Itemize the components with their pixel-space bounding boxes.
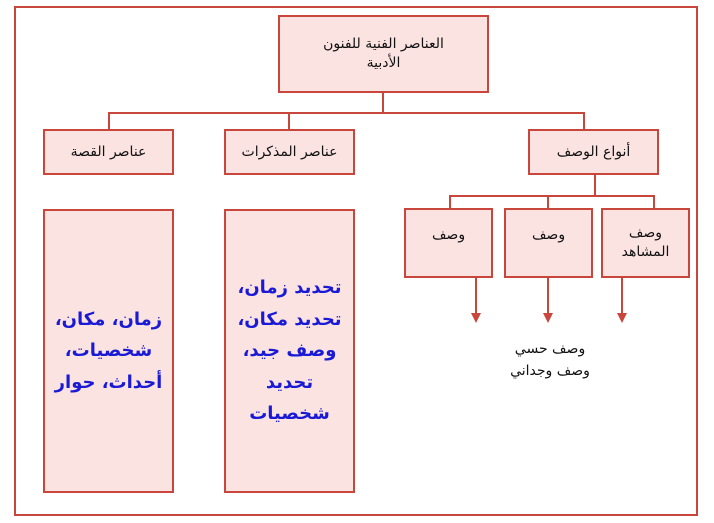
arrow-middle-shaft	[547, 278, 549, 314]
story-elements-line1: زمان، مكان،	[54, 308, 163, 330]
connector-sub-horizontal	[449, 195, 655, 197]
root-label-line1: العناصر الفنية للفنون	[323, 36, 444, 53]
story-elements-line2: شخصيات،	[64, 340, 153, 362]
story-elements-line3: أحداث، حوار	[54, 371, 163, 393]
category-memoir-label: عناصر المذكرات	[241, 143, 338, 160]
memoir-elements-line4: تحديد	[265, 371, 314, 393]
connector-description-down	[583, 112, 585, 130]
story-elements-box: زمان، مكان، شخصيات، أحداث، حوار	[43, 209, 174, 493]
arrow-left-head	[471, 313, 481, 323]
memoir-elements-line1: تحديد زمان،	[237, 277, 342, 299]
memoir-elements-line2: تحديد مكان،	[237, 308, 342, 330]
arrow-left-shaft	[475, 278, 477, 314]
connector-root-down	[382, 93, 384, 113]
connector-sub-middle-down	[547, 195, 549, 209]
description-type-middle: وصف	[504, 208, 593, 278]
description-note-sensory: وصف حسي	[514, 341, 586, 357]
root-label-line2: الأدبية	[366, 55, 401, 71]
category-story-label: عناصر القصة	[70, 143, 147, 160]
category-story: عناصر القصة	[43, 129, 174, 175]
connector-memoir-down	[288, 112, 290, 130]
description-type-scenes-label: وصف المشاهد	[621, 225, 670, 260]
description-type-middle-label: وصف	[531, 227, 566, 243]
description-type-scenes: وصف المشاهد	[601, 208, 690, 278]
arrow-right-head	[617, 313, 627, 323]
category-description: أنواع الوصف	[528, 129, 659, 175]
description-type-left: وصف	[404, 208, 493, 278]
connector-sub-right-down	[653, 195, 655, 209]
category-description-label: أنواع الوصف	[556, 143, 631, 160]
description-note-emotional: وصف وجداني	[510, 363, 590, 380]
connector-sub-left-down	[449, 195, 451, 209]
memoir-elements-box: تحديد زمان، تحديد مكان، وصف جيد، تحديد ش…	[224, 209, 355, 493]
connector-story-down	[108, 112, 110, 130]
memoir-elements-line3: وصف جيد،	[242, 340, 337, 362]
connector-top-horizontal	[108, 112, 585, 114]
diagram-frame	[14, 6, 698, 516]
description-notes: وصف حسي وصف وجداني	[480, 338, 620, 383]
connector-description-sub-down	[594, 175, 596, 196]
memoir-elements-line5: شخصيات	[249, 403, 330, 425]
category-memoir: عناصر المذكرات	[224, 129, 355, 175]
arrow-middle-head	[543, 313, 553, 323]
description-type-left-label: وصف	[431, 227, 466, 243]
root-node: العناصر الفنية للفنون الأدبية	[278, 15, 489, 93]
arrow-right-shaft	[621, 278, 623, 314]
